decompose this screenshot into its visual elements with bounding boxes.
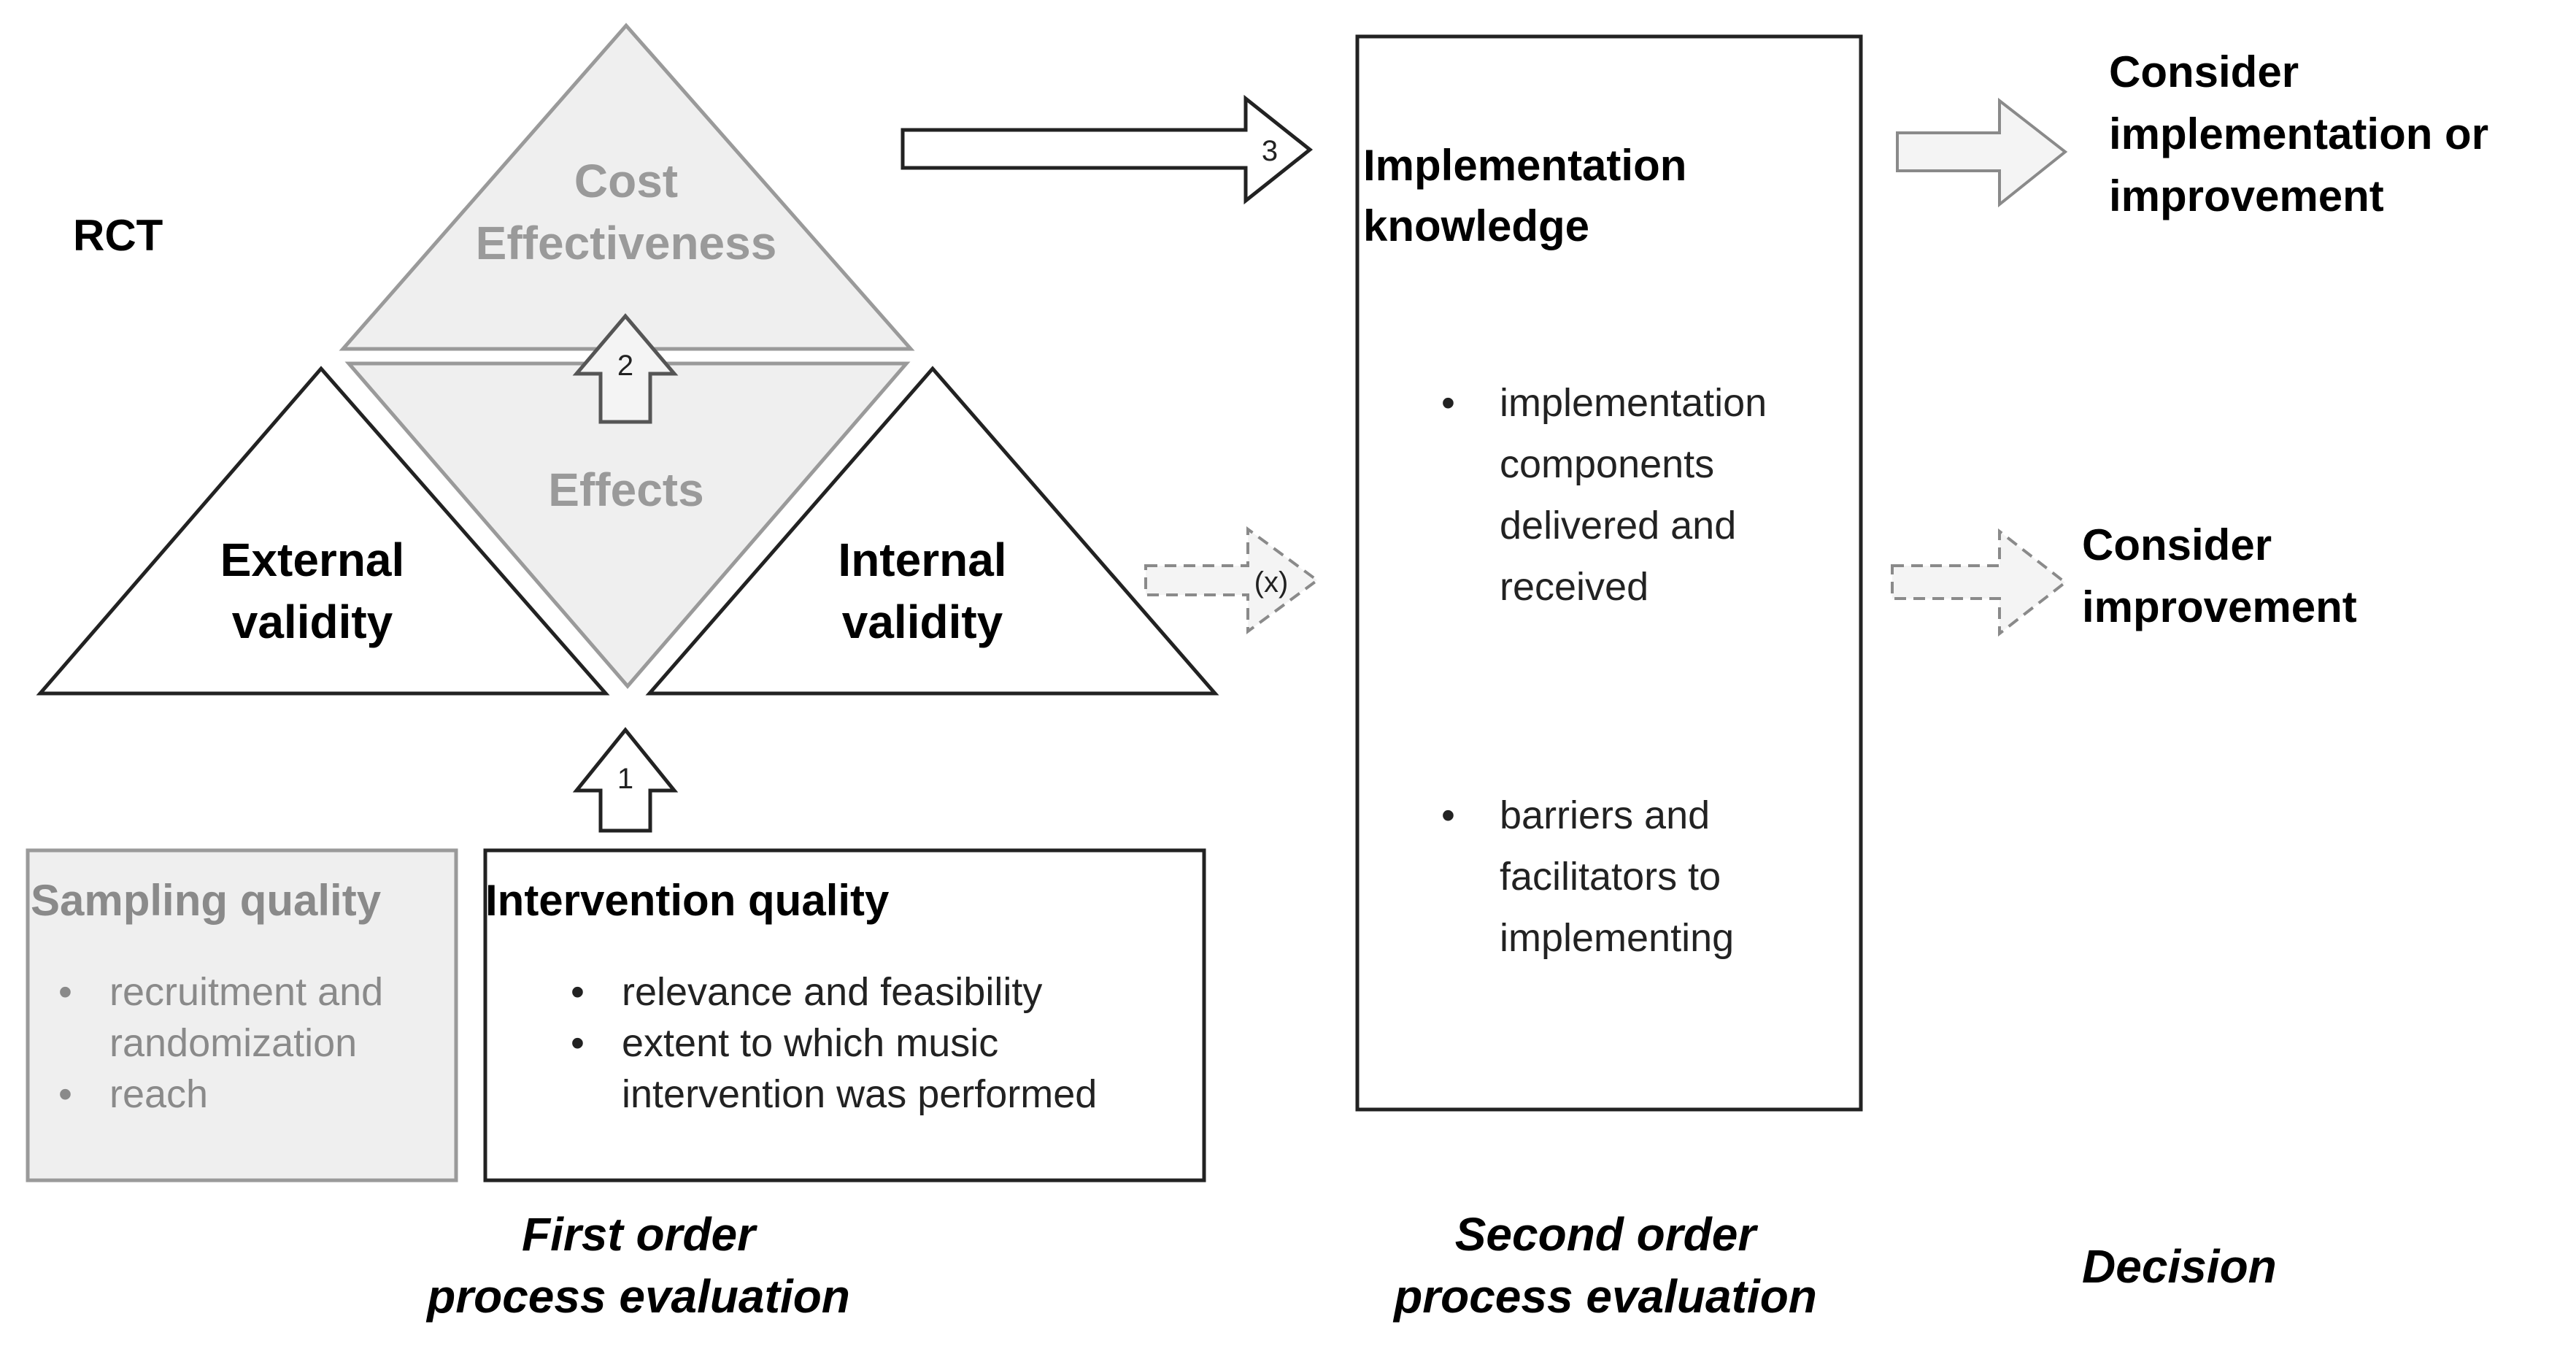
internal-validity-label-line2: validity [841, 596, 1003, 648]
implementation-bullet-2: • [1441, 793, 1455, 837]
cost-effectiveness-label-line1: Cost [574, 155, 679, 207]
first-order-label-line1: First order [521, 1208, 756, 1261]
implementation-knowledge-box [1355, 34, 1863, 1112]
consider-implementation-line2: implementation or [2109, 109, 2489, 158]
cost-effectiveness-label-line2: Effectiveness [475, 217, 777, 269]
decision-arrow-improvement-dashed [1891, 528, 2068, 637]
arrow-2-up [572, 313, 679, 424]
internal-validity-triangle [645, 366, 1219, 696]
sampling-quality-item: •recruitment and [58, 970, 384, 1014]
arrow-x-right-dashed [1144, 526, 1320, 634]
consider-implementation-line1: Consider [2109, 47, 2299, 96]
implementation-item-1-line3: delivered and [1500, 504, 1737, 547]
sampling-quality-item-continued: randomization [109, 1021, 358, 1065]
arrow-1-up [572, 727, 679, 833]
second-order-label-line1: Second order [1454, 1208, 1756, 1261]
arrow-3-right [901, 94, 1314, 205]
implementation-knowledge-title-line2: knowledge [1363, 201, 1590, 250]
effects-label: Effects [548, 464, 704, 516]
intervention-quality-item-continued: intervention was performed [622, 1072, 1098, 1116]
intervention-quality-box [483, 848, 1206, 1182]
external-validity-label-line2: validity [231, 596, 393, 648]
implementation-item-2-line2: facilitators to [1500, 855, 1721, 899]
first-order-label-line2: process evaluation [427, 1270, 850, 1323]
implementation-item-1-line1: implementation [1500, 381, 1767, 425]
rct-label: RCT [73, 211, 163, 260]
implementation-item-1-line4: received [1500, 565, 1649, 609]
decision-label: Decision [2082, 1240, 2277, 1293]
implementation-knowledge-title-line1: Implementation [1363, 141, 1687, 190]
sampling-quality-box [26, 848, 458, 1182]
arrow-1-label: 1 [617, 763, 633, 795]
intervention-quality-item: •extent to which music [571, 1021, 999, 1065]
external-validity-triangle [36, 366, 610, 696]
internal-validity-label-line1: Internal [838, 534, 1007, 586]
implementation-item-2-line3: implementing [1500, 916, 1735, 960]
sampling-quality-list: •recruitment and randomization •reach [58, 966, 384, 1120]
consider-improvement-line2: improvement [2082, 582, 2357, 631]
sampling-quality-title: Sampling quality [31, 876, 382, 925]
sampling-quality-item: •reach [58, 1072, 209, 1116]
consider-improvement-line1: Consider [2082, 520, 2272, 569]
intervention-quality-title: Intervention quality [485, 876, 890, 925]
implementation-bullet-1: • [1441, 381, 1455, 425]
decision-arrow-implementation [1896, 97, 2068, 208]
arrow-x-label: (x) [1254, 566, 1289, 599]
arrow-3-label: 3 [1262, 135, 1278, 167]
second-order-label-line2: process evaluation [1394, 1270, 1817, 1323]
intervention-quality-item: •relevance and feasibility [571, 970, 1043, 1014]
external-validity-label-line1: External [220, 534, 405, 586]
intervention-quality-list: •relevance and feasibility •extent to wh… [571, 966, 1098, 1120]
implementation-item-1-line2: components [1500, 442, 1715, 486]
implementation-item-2-line1: barriers and [1500, 793, 1711, 837]
arrow-2-label: 2 [617, 350, 633, 382]
consider-implementation-line3: improvement [2109, 172, 2384, 220]
